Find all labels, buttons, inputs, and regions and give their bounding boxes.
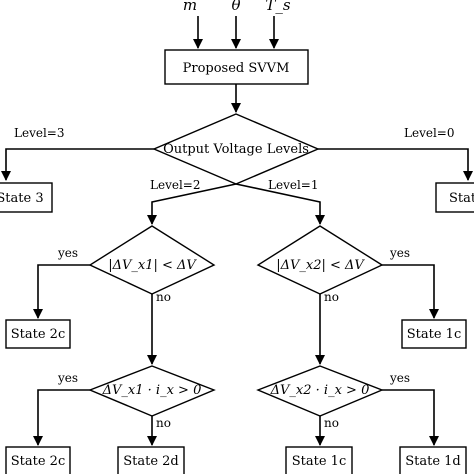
level2-connector xyxy=(147,183,237,225)
prod-x1-no-label: no xyxy=(156,416,171,430)
output-voltage-levels-label: Output Voltage Levels xyxy=(163,142,309,157)
dv-x2-yes-connector xyxy=(382,264,439,319)
dv-x1-yes-label: yes xyxy=(57,246,78,260)
state-2c-bottom-box xyxy=(5,446,71,474)
state-0-box xyxy=(435,182,474,213)
level3-label: Level=3 xyxy=(14,126,64,140)
state-1d-box xyxy=(399,446,467,474)
level0-connector xyxy=(318,148,473,181)
level1-connector xyxy=(235,183,325,225)
dv-x1-label: |ΔV_x1| < ΔV xyxy=(108,258,197,273)
state-3-label: State 3 xyxy=(0,191,44,206)
state-2c-top-label: State 2c xyxy=(11,327,65,342)
state-2d-box xyxy=(117,446,185,474)
prod-x2-text: ΔV_x2 · i_x > 0 xyxy=(270,383,370,398)
prod-x1-yes-connector xyxy=(33,389,90,446)
state-1c-bottom-box xyxy=(285,446,353,474)
state-2c-bottom-label: State 2c xyxy=(11,454,65,469)
state-1c-top-label: State 1c xyxy=(407,327,461,342)
dv-x2-yes-label: yes xyxy=(389,246,410,260)
input-m-label: m xyxy=(183,0,197,14)
level0-label: Level=0 xyxy=(404,126,454,140)
prod-x2-yes-connector xyxy=(382,389,439,446)
input-theta-label: θ xyxy=(231,0,240,14)
process-box-label: Proposed SVVM xyxy=(183,61,290,76)
state-2c-top-box xyxy=(5,319,71,349)
prod-x2-label: ΔV_x2 · i_x > 0 xyxy=(270,383,370,398)
input-ts-label: T_s xyxy=(265,0,291,14)
dv-x2-no-label: no xyxy=(324,290,339,304)
prod-x1-yes-label: yes xyxy=(57,371,78,385)
dv-x1-text: |ΔV_x1| < ΔV xyxy=(108,258,197,273)
state-1c-bottom-label: State 1c xyxy=(292,454,346,469)
state-3-box xyxy=(0,182,53,213)
level3-connector xyxy=(1,148,154,181)
prod-x1-text: ΔV_x1 · i_x > 0 xyxy=(102,383,202,398)
level1-label: Level=1 xyxy=(268,178,318,192)
state-2d-label: State 2d xyxy=(123,454,179,469)
prod-x2-no-label: no xyxy=(324,416,339,430)
process-box xyxy=(164,49,309,85)
level2-label: Level=2 xyxy=(150,178,200,192)
dv-x1-yes-connector xyxy=(33,264,90,319)
dv-x2-text: |ΔV_x2| < ΔV xyxy=(276,258,365,273)
prod-x1-label: ΔV_x1 · i_x > 0 xyxy=(102,383,202,398)
dv-x2-label: |ΔV_x2| < ΔV xyxy=(276,258,365,273)
state-1c-top-box xyxy=(401,319,467,349)
dv-x1-no-label: no xyxy=(156,290,171,304)
state-0-label: State xyxy=(449,191,474,206)
prod-x2-yes-label: yes xyxy=(389,371,410,385)
state-1d-label: State 1d xyxy=(405,454,461,469)
